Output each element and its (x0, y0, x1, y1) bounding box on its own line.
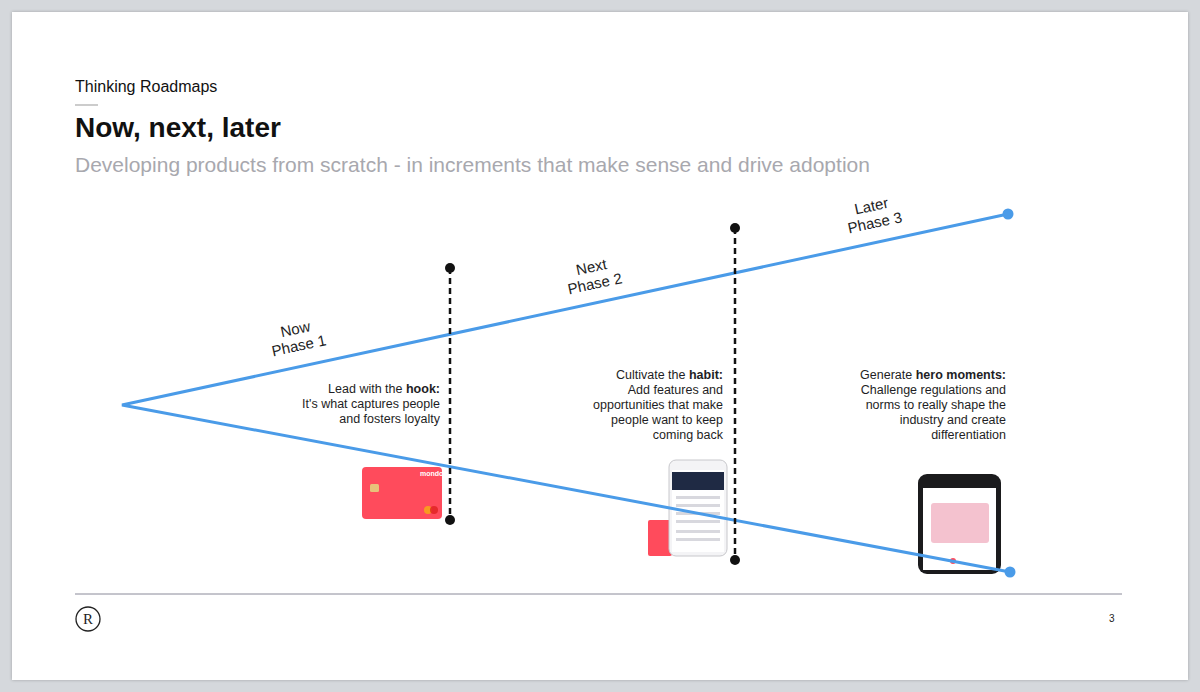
callout-lead: Generate (860, 368, 912, 382)
callout-keyword: hook: (406, 382, 440, 396)
divider-dot (445, 263, 455, 273)
roadmap-wedge (122, 214, 1010, 572)
phase-callout: Generate hero moments:Challenge regulatio… (854, 368, 1006, 443)
title-rule (75, 105, 98, 106)
footer-rule (75, 594, 1122, 595)
logo-circle (76, 607, 100, 631)
callout-keyword: hero moments: (916, 368, 1006, 382)
subtitle: Developing products from scratch - in in… (75, 153, 870, 177)
phone-rows (676, 496, 720, 541)
divider-dot (730, 223, 740, 233)
phase-callout: Lead with the hook:It's what captures peo… (290, 382, 440, 427)
divider-dot (445, 515, 455, 525)
phone-image (918, 474, 1001, 574)
divider-dot (730, 555, 740, 565)
phase-label: Next Phase 2 (559, 252, 627, 298)
callout-lead: Lead with the (328, 382, 402, 396)
end-dot (1005, 567, 1016, 578)
phase-label: Now Phase 1 (263, 314, 331, 360)
card-brand: mondo (420, 470, 443, 477)
logo-letter: R (83, 612, 93, 627)
page-number: 3 (1109, 613, 1115, 624)
slide-title: Now, next, later (75, 112, 281, 144)
end-dot (1003, 209, 1014, 220)
card-image (931, 503, 989, 543)
card-chip (370, 484, 379, 492)
phase-label: Later Phase 3 (839, 191, 907, 237)
callout-keyword: habit: (689, 368, 723, 382)
callout-body: It's what captures people and fosters lo… (290, 397, 440, 427)
phase-divider (449, 268, 452, 520)
callout-body: Add features and opportunities that make… (583, 383, 723, 443)
phase-divider (734, 228, 737, 560)
card-image (648, 520, 672, 556)
callout-body: Challenge regulations and norms to reall… (854, 383, 1006, 443)
section-label: Thinking Roadmaps (75, 78, 217, 96)
card-logo (430, 506, 438, 514)
phase-callout: Cultivate the habit:Add features and oppo… (583, 368, 723, 443)
callout-lead: Cultivate the (616, 368, 685, 382)
phone-header (672, 472, 724, 490)
